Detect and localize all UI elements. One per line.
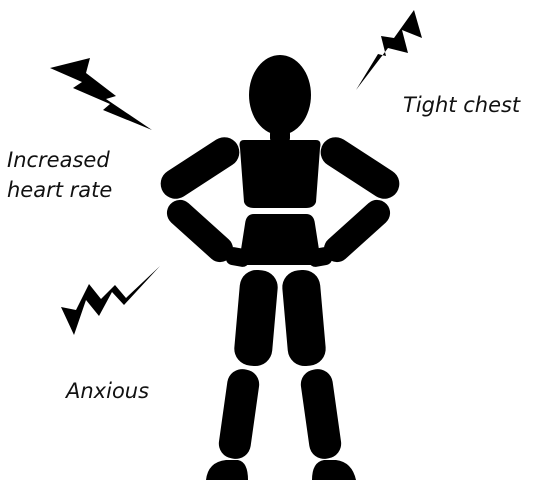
right-thigh-shape: [281, 269, 327, 368]
mannequin-figure-icon: [155, 55, 405, 480]
head-shape: [249, 55, 311, 135]
left-thigh-shape: [233, 269, 279, 368]
anxious-label: Anxious: [66, 376, 149, 406]
lightning-bolt-icon: [356, 10, 422, 90]
lightning-bolt-icon: [61, 266, 160, 335]
lightning-bolt-icon: [50, 58, 152, 130]
left-upper-arm-shape: [155, 131, 245, 204]
heart-rate-label-line1: Increased: [7, 145, 112, 175]
left-foot-shape: [206, 460, 248, 480]
right-shin-shape: [299, 367, 343, 461]
chest-shape: [240, 140, 321, 208]
tight-chest-label: Tight chest: [403, 90, 520, 120]
heart-rate-label-line2: heart rate: [7, 175, 112, 205]
left-shin-shape: [217, 367, 261, 461]
right-foot-shape: [312, 460, 356, 480]
increased-heart-rate-label: Increased heart rate: [7, 145, 112, 205]
right-upper-arm-shape: [315, 131, 405, 204]
